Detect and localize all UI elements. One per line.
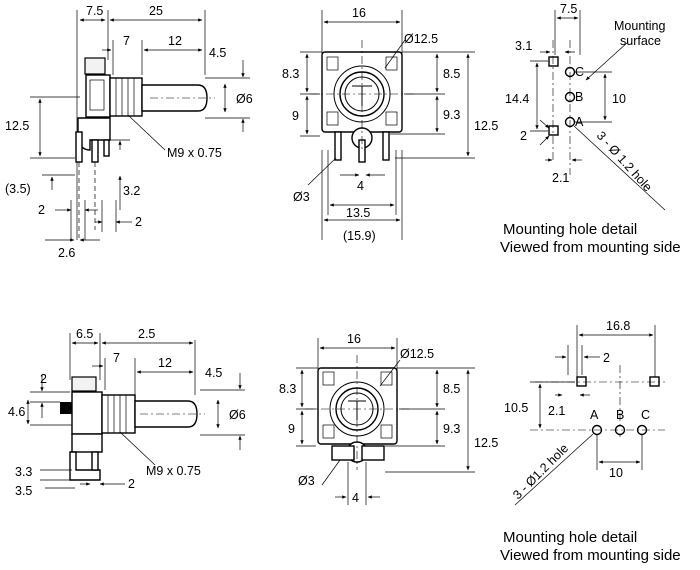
dim-text: 14.4 bbox=[505, 92, 529, 106]
dim-text: Ø12.5 bbox=[400, 347, 434, 361]
dim-text: 3.3 bbox=[15, 465, 32, 479]
dim-text: 7 bbox=[123, 34, 130, 48]
dim-text: 16.8 bbox=[606, 319, 630, 333]
dim-text: Ø3 bbox=[298, 474, 315, 488]
hole-note: 3 - Ø1.2 hole bbox=[510, 441, 571, 502]
dim-text: 4.5 bbox=[205, 366, 222, 380]
dim-text: 12 bbox=[158, 356, 172, 370]
dim-text: 7.5 bbox=[560, 2, 577, 16]
dim-text: 3.2 bbox=[123, 184, 140, 198]
dim-text: 4.5 bbox=[209, 46, 226, 60]
pin-label: C bbox=[641, 408, 650, 422]
dim-text: 3.5 bbox=[15, 484, 32, 498]
dim-text: 2 bbox=[603, 351, 610, 365]
dim-text: Ø12.5 bbox=[404, 32, 438, 46]
dim-text: 16 bbox=[347, 332, 361, 346]
dim-text: 2.6 bbox=[58, 246, 75, 260]
dim-text: 4 bbox=[352, 491, 359, 505]
dim-text: 8.5 bbox=[443, 67, 460, 81]
caption: Mounting hole detail bbox=[503, 529, 637, 546]
dim-text: 7 bbox=[113, 351, 120, 365]
pin-label: A bbox=[590, 408, 599, 422]
dim-text: 3.1 bbox=[515, 39, 532, 53]
dim-text: Ø6 bbox=[229, 408, 246, 422]
dim-text: M9 x 0.75 bbox=[167, 146, 222, 160]
dim-text: 9.3 bbox=[443, 108, 460, 122]
hole-note: 3 - Ø 1.2 hole bbox=[594, 129, 655, 195]
top-front-view: 16 Ø12.5 8.3 8.5 9 9.3 12.5 4 Ø3 13.5 (1… bbox=[282, 6, 498, 243]
top-hole-detail: 7.5 3.1 14.4 10 2 2.1 Mounting surface C… bbox=[500, 2, 681, 256]
dim-text: 2.1 bbox=[552, 171, 569, 185]
dim-text: 2 bbox=[520, 129, 527, 143]
dim-text: 2 bbox=[40, 372, 47, 386]
dim-text: 9 bbox=[292, 109, 299, 123]
dim-text: Ø6 bbox=[236, 92, 253, 106]
dim-text: 7.5 bbox=[86, 4, 103, 18]
dim-text: M9 x 0.75 bbox=[146, 464, 201, 478]
pin-label: C bbox=[575, 65, 584, 79]
dim-text: 8.3 bbox=[279, 382, 296, 396]
caption: Viewed from mounting side bbox=[500, 547, 681, 564]
dim-text: 10.5 bbox=[504, 401, 528, 415]
caption: Viewed from mounting side bbox=[500, 239, 681, 256]
dim-text: 12.5 bbox=[5, 119, 29, 133]
dim-text: (3.5) bbox=[5, 182, 31, 196]
dim-text: 8.3 bbox=[282, 67, 299, 81]
dim-text: 8.5 bbox=[443, 382, 460, 396]
dim-text: 6.5 bbox=[76, 327, 93, 341]
dim-text: 9 bbox=[288, 422, 295, 436]
dim-text: 25 bbox=[149, 4, 163, 18]
top-side-view: 7.5 25 7 12 4.5 Ø6 12.5 M9 x 0.75 (3.5) … bbox=[5, 4, 253, 260]
dim-text: 12.5 bbox=[474, 119, 498, 133]
dim-text: (15.9) bbox=[343, 229, 376, 243]
dim-text: 10 bbox=[609, 466, 623, 480]
dim-text: Ø3 bbox=[293, 190, 310, 204]
dim-text: 12 bbox=[168, 34, 182, 48]
dim-text: 13.5 bbox=[346, 206, 370, 220]
pin-label: B bbox=[616, 408, 624, 422]
bottom-hole-detail: 16.8 2 10.5 2.1 10 A B C 3 - Ø1.2 hole M… bbox=[500, 319, 681, 564]
dim-text: 2 bbox=[128, 477, 135, 491]
dim-text: 2 bbox=[135, 215, 142, 229]
dim-text: 2 bbox=[38, 203, 45, 217]
dim-text: 16 bbox=[352, 6, 366, 20]
dim-text: 2.5 bbox=[138, 327, 155, 341]
dim-text: 9.3 bbox=[443, 422, 460, 436]
pin-label: B bbox=[575, 90, 583, 104]
caption: Mounting hole detail bbox=[503, 221, 637, 238]
dim-text: 12.5 bbox=[474, 436, 498, 450]
mounting-label: Mounting bbox=[614, 19, 665, 33]
dim-text: 10 bbox=[612, 92, 626, 106]
bottom-front-view: 16 Ø12.5 8.3 8.5 9 9.3 12.5 Ø3 4 bbox=[279, 332, 498, 505]
dim-text: 4 bbox=[357, 179, 364, 193]
dim-text: 4.6 bbox=[8, 405, 25, 419]
mounting-label: surface bbox=[620, 34, 661, 48]
bottom-side-view: 6.5 2.5 7 12 4.5 Ø6 2 4.6 M9 x 0.75 3.3 … bbox=[8, 327, 246, 498]
pin-label: A bbox=[575, 115, 584, 129]
dim-text: 2.1 bbox=[548, 404, 565, 418]
